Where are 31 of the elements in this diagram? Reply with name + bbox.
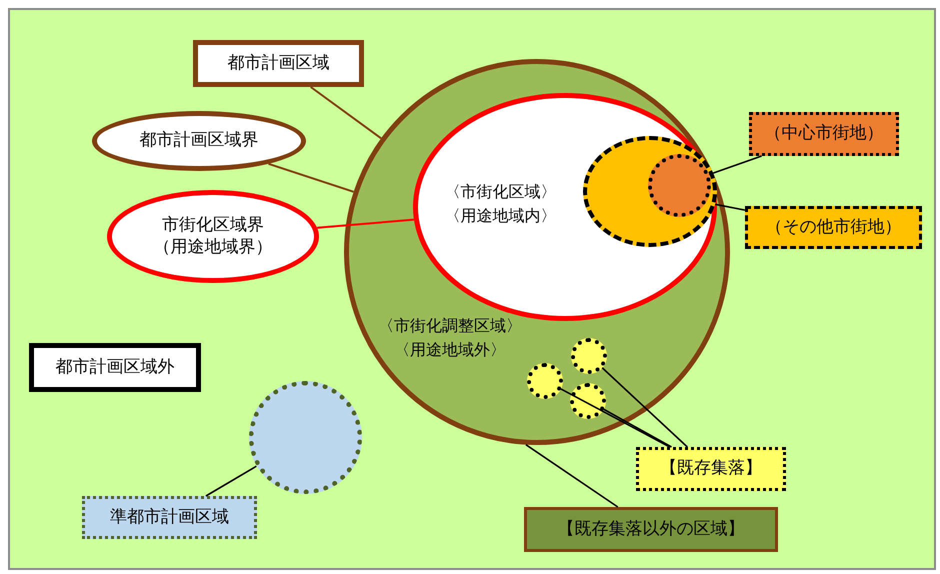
leader-line — [268, 162, 354, 193]
area-label: 【既存集落以外の区域】 — [558, 518, 744, 540]
area-label: （その他市街地） — [766, 216, 902, 238]
leader-line — [602, 367, 688, 448]
area-label: 〈市街化調整区域〉 — [378, 316, 522, 336]
label-box — [636, 447, 786, 491]
area-label: 〈用途地域外〉 — [394, 340, 506, 360]
leader-line — [715, 204, 746, 211]
area-label: 都市計画区域界 — [140, 130, 258, 152]
leader-line — [708, 155, 762, 176]
label-box — [82, 496, 257, 539]
area-label: 都市計画区域外 — [56, 356, 174, 378]
area-label: 〈用途地域内〉 — [444, 206, 556, 226]
area-label: 市街化区域界 — [162, 215, 264, 236]
label-box — [524, 507, 778, 552]
area-label: 都市計画区域 — [228, 52, 330, 74]
area-label: （用途地域界） — [154, 236, 272, 258]
area-label: 準都市計画区域 — [110, 506, 229, 528]
leader-line — [525, 444, 618, 508]
area-label: 〈市街化区域〉 — [444, 182, 556, 202]
leader-line — [206, 466, 257, 497]
area-label: （中心市街地） — [764, 123, 884, 145]
label-box — [745, 206, 922, 249]
leader-line — [603, 408, 672, 448]
leader-line — [560, 388, 670, 448]
leader-line — [310, 86, 382, 140]
area-label: 【既存集落】 — [660, 458, 762, 480]
label-box — [29, 343, 201, 392]
label-box — [749, 112, 899, 156]
label-box — [193, 40, 364, 87]
leader-line — [317, 218, 414, 229]
